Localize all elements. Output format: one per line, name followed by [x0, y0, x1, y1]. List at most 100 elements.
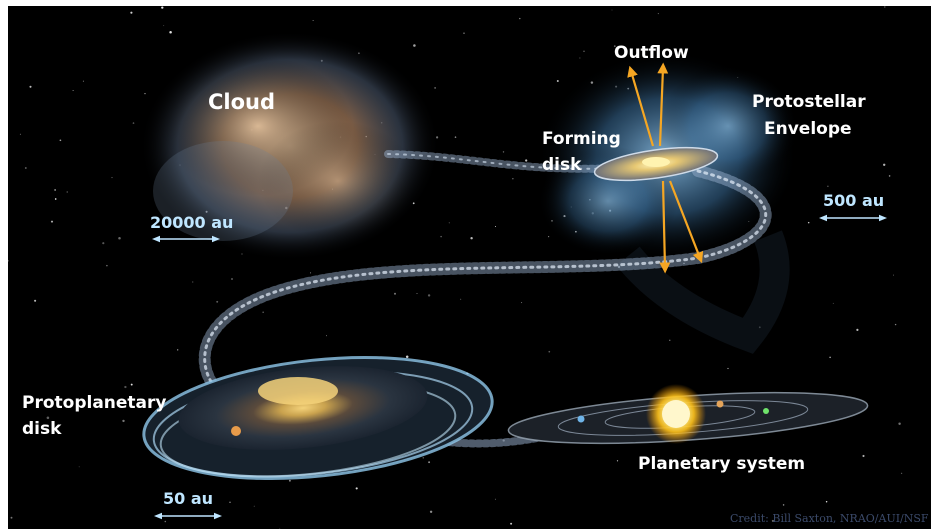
star-dot [10, 516, 13, 519]
image-credit: Credit: Bill Saxton, NRAO/AUI/NSF [730, 512, 929, 525]
forming-disk-label-line1: Forming [542, 129, 621, 149]
protostellar-envelope-label-line2: Envelope [764, 119, 852, 139]
star-dot [579, 57, 581, 59]
star-dot [394, 292, 396, 295]
star-dot [24, 167, 27, 169]
star-dot [124, 385, 127, 389]
star-dot [54, 198, 57, 200]
star-formation-illustration: Cloud Outflow Protostellar Envelope Form… [8, 6, 931, 529]
star-dot [525, 159, 528, 162]
outflow-arrows [627, 62, 704, 274]
star-dot [556, 79, 559, 83]
star-dot [50, 220, 54, 223]
star-dot [78, 466, 80, 468]
star-dot [758, 326, 761, 329]
star-dot [440, 235, 442, 238]
star-dot [8, 259, 9, 262]
star-dot [616, 460, 619, 462]
star-dot [34, 299, 37, 302]
star-dot [617, 265, 621, 269]
star-dot [59, 139, 62, 142]
star-dot [883, 163, 886, 166]
star-dot [434, 87, 436, 89]
star-dot [888, 175, 891, 177]
molecular-cloud [140, 31, 440, 261]
star-dot [454, 136, 457, 138]
star-dot [132, 122, 135, 124]
star-dot [494, 225, 497, 228]
star-dot [416, 292, 418, 294]
star-dot [122, 419, 125, 423]
star-dot [106, 264, 108, 267]
star-dot [82, 80, 84, 82]
star-dot [231, 278, 233, 280]
star-dot [502, 151, 505, 153]
cloud-scale-label: 20000 au [150, 213, 234, 232]
star-dot [548, 236, 550, 238]
protostellar-envelope-label-line1: Protostellar [752, 92, 866, 112]
star-dot [192, 281, 194, 283]
star-dot [900, 472, 903, 474]
star-dot [355, 487, 358, 490]
star-dot [829, 356, 831, 359]
star-dot [583, 50, 585, 52]
star-dot [548, 350, 551, 353]
planetary-system [507, 384, 869, 445]
star-dot [312, 19, 314, 21]
star-dot [898, 422, 901, 425]
star-dot [463, 32, 465, 34]
star-dot [494, 498, 496, 500]
star-dot [727, 367, 729, 370]
outflow-label: Outflow [614, 43, 689, 63]
cloud-label: Cloud [208, 90, 276, 114]
envelope-scale-label: 500 au [823, 191, 885, 210]
star-dot [884, 6, 886, 8]
star-dot [164, 520, 167, 523]
star-dot [310, 272, 312, 274]
star-dot [46, 416, 50, 420]
star-dot [782, 504, 785, 506]
star-dot [428, 461, 431, 464]
forming-disk-label-line2: disk [542, 155, 582, 175]
star-dot [169, 30, 172, 34]
protoplanetary-disk-label-line1: Protoplanetary [22, 393, 167, 413]
star-dot [54, 189, 56, 191]
planetary-system-label: Planetary system [638, 454, 806, 474]
star-dot [177, 349, 179, 351]
star-dot [111, 177, 113, 179]
star-dot [163, 25, 165, 27]
star-dot [422, 457, 425, 459]
star-dot [130, 383, 133, 386]
star-dot [19, 133, 21, 135]
star-dot [429, 510, 433, 513]
star-dot [326, 335, 327, 337]
star-dot [460, 298, 462, 300]
star-dot [29, 85, 32, 88]
star-dot [521, 302, 523, 304]
star-dot [856, 328, 859, 332]
star-dot [807, 221, 810, 224]
protoplanetary-disk-label-line2: disk [22, 419, 62, 439]
scale-bars [152, 214, 887, 520]
star-dot [613, 45, 616, 47]
star-dot [288, 479, 291, 482]
star-dot [512, 178, 514, 180]
star-dot [470, 237, 473, 240]
star-dot [519, 17, 521, 20]
star-dot [427, 294, 431, 297]
star-dot [893, 274, 895, 276]
star-dot [448, 222, 450, 224]
illustration-svg [8, 6, 903, 529]
star-dot [144, 92, 146, 95]
star-dot [253, 505, 255, 507]
disk-scale-label: 50 au [163, 489, 214, 508]
star-dot [161, 6, 164, 9]
star-dot [771, 519, 774, 522]
star-dot [229, 501, 231, 503]
star-dot [262, 311, 264, 313]
star-dot [832, 302, 834, 304]
star-dot [825, 501, 828, 503]
protoplanetary-disk [142, 355, 494, 481]
star-dot [862, 454, 865, 458]
